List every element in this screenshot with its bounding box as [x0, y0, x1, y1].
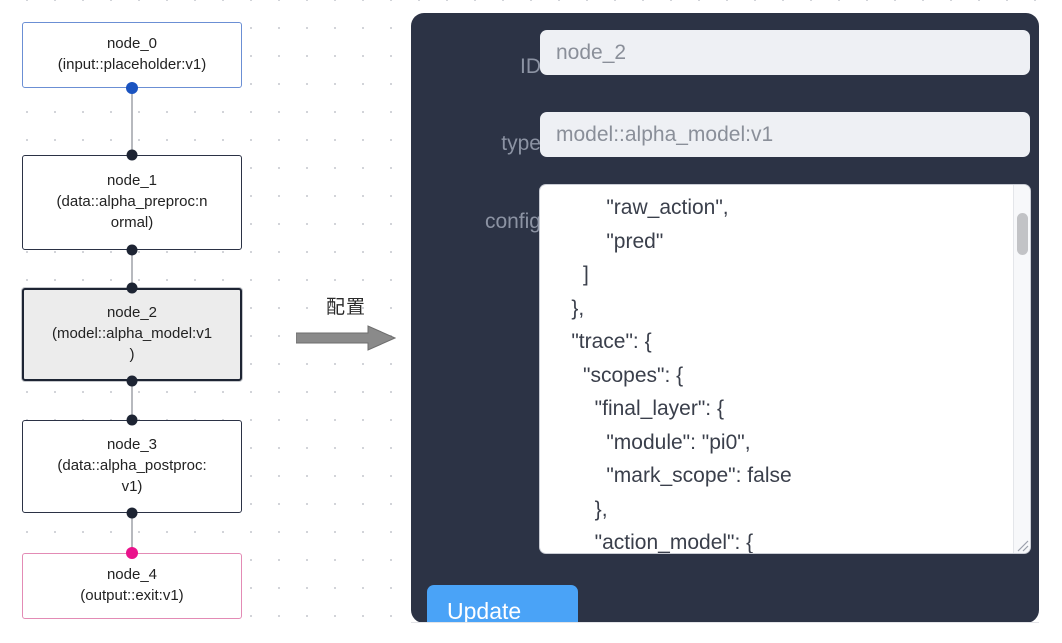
id-input[interactable] [540, 30, 1030, 75]
node-subtitle: (input::placeholder:v1) [57, 56, 207, 73]
node-title: node_0 [106, 35, 158, 53]
annotation-label: 配置 [325, 297, 366, 318]
config-textarea-wrapper: "raw_action", "pred" ] }, "trace": { "sc… [540, 185, 1030, 553]
type-field-label: type [501, 132, 541, 155]
node-config-panel: ID type config "raw_action", "pred" ] },… [411, 13, 1039, 623]
node-title: node_3 [106, 436, 158, 454]
edge-node1-node2[interactable] [131, 250, 133, 288]
resize-handle-icon[interactable] [1015, 538, 1029, 552]
node1-target-handle[interactable] [126, 149, 138, 161]
edge-node2-node3[interactable] [131, 381, 133, 420]
config-scrollbar[interactable] [1013, 185, 1030, 553]
edge-node3-node4[interactable] [131, 513, 133, 553]
node4-target-handle[interactable] [126, 547, 138, 559]
node-subtitle-cont: ormal) [110, 213, 154, 231]
node-title: node_2 [106, 304, 158, 322]
node-label: node_1 (data::alpha_preproc:n ormal) [31, 171, 233, 233]
node-label: node_3 (data::alpha_postproc: v1) [31, 435, 233, 497]
node2-target-handle[interactable] [126, 282, 138, 294]
update-button[interactable]: Update [427, 585, 578, 623]
node-subtitle-cont: ) [129, 345, 135, 363]
node-title: node_1 [106, 172, 158, 190]
flow-node-node_3[interactable]: node_3 (data::alpha_postproc: v1) [22, 420, 242, 513]
node-title: node_4 [106, 566, 158, 584]
flow-node-node_0[interactable]: node_0 (input::placeholder:v1) [22, 22, 242, 88]
config-field-label: config [484, 210, 541, 233]
config-textarea[interactable]: "raw_action", "pred" ] }, "trace": { "sc… [571, 196, 792, 553]
node3-target-handle[interactable] [126, 414, 138, 426]
node2-source-handle[interactable] [126, 375, 138, 387]
id-field-label: ID [520, 55, 541, 78]
node0-source-handle[interactable] [126, 82, 138, 94]
node1-source-handle[interactable] [126, 244, 138, 256]
edge-node0-node1[interactable] [131, 88, 133, 155]
panel-bottom-rule [411, 622, 1039, 623]
type-input[interactable] [540, 112, 1030, 157]
node-subtitle-cont: v1) [121, 477, 143, 495]
node-label: node_0 (input::placeholder:v1) [31, 34, 233, 75]
node-label: node_4 (output::exit:v1) [31, 565, 233, 606]
config-scrollbar-thumb[interactable] [1017, 213, 1028, 255]
flow-node-node_1[interactable]: node_1 (data::alpha_preproc:n ormal) [22, 155, 242, 250]
flow-node-node_4[interactable]: node_4 (output::exit:v1) [22, 553, 242, 619]
node-subtitle: (model::alpha_model:v1 [51, 325, 213, 343]
node-subtitle: (data::alpha_postproc: [57, 457, 207, 475]
node-label: node_2 (model::alpha_model:v1 ) [32, 303, 232, 365]
right-arrow-icon [296, 325, 396, 351]
node-subtitle: (data::alpha_preproc:n [56, 193, 208, 211]
annotation-group: 配置 [296, 298, 396, 351]
node3-source-handle[interactable] [126, 507, 138, 519]
flow-node-node_2[interactable]: node_2 (model::alpha_model:v1 ) [22, 288, 242, 381]
node-subtitle: (output::exit:v1) [80, 587, 184, 604]
